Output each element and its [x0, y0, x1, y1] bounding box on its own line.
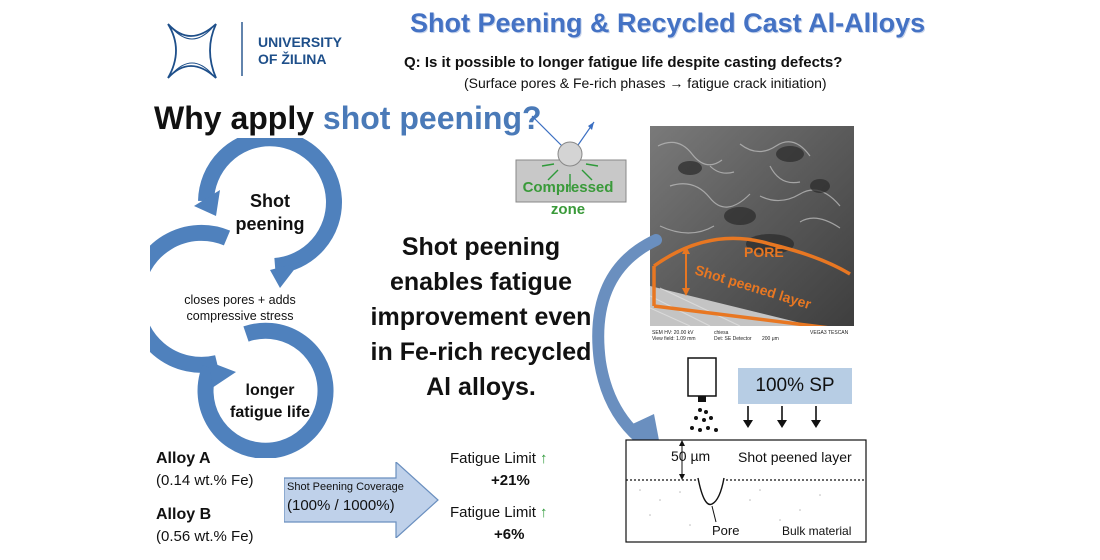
subtitle: (Surface pores & Fe-rich phases → fatigu… — [464, 75, 827, 91]
main-statement: Shot peening enables fatigue improvement… — [370, 233, 592, 401]
why-highlight: shot peening? — [322, 100, 542, 136]
coverage-arrow-label: Shot Peening Coverage — [287, 481, 404, 493]
sp-coverage-box: 100% SP — [738, 368, 852, 404]
pore-label: Pore — [712, 523, 740, 538]
cycle-arrow-head — [270, 262, 300, 288]
pore-icon — [697, 477, 725, 506]
university-logo — [167, 22, 243, 79]
layer-depth-label: 50 µm — [671, 448, 711, 464]
shot-peened-layer-label: Shot peened layer — [738, 449, 852, 465]
up-arrow-icon: ↑ — [540, 450, 548, 467]
fatigue-limit-b: Fatigue Limit ↑ — [450, 504, 548, 521]
compressed-zone-diagram — [515, 115, 627, 203]
bulk-material-label: Bulk material — [782, 524, 852, 538]
fatigue-change-b: +6% — [494, 526, 525, 543]
fatigue-limit-a: Fatigue Limit ↑ — [450, 450, 548, 467]
sem-caption: View field: 1.09 mm — [652, 336, 696, 342]
coverage-arrow-values: (100% / 1000%) — [287, 497, 395, 514]
alloy-a-name: Alloy A — [156, 450, 211, 467]
sem-micrograph: PORE Shot peened layer SEM HV: 20.00 kV … — [650, 126, 854, 344]
page-title: Shot Peening & Recycled Cast Al-Alloys — [410, 8, 926, 38]
why-heading: Why apply shot peening? — [154, 100, 542, 137]
shot-peening-schematic — [625, 357, 867, 543]
coverage-arrow — [284, 462, 439, 538]
university-name: UNIVERSITY OF ŽILINA — [258, 34, 343, 67]
research-question: Q: Is it possible to longer fatigue life… — [404, 54, 843, 71]
alloy-b-fe: (0.56 wt.% Fe) — [156, 528, 254, 545]
alloy-b-name: Alloy B — [156, 506, 212, 523]
cycle-diagram — [150, 138, 342, 458]
fatigue-change-a: +21% — [491, 472, 530, 489]
nozzle-icon — [687, 357, 717, 397]
why-prefix: Why apply — [154, 100, 323, 136]
sem-scale-bar: 200 μm — [762, 336, 779, 342]
sem-caption: SEM HV: 20.00 kV — [652, 330, 694, 336]
sem-caption: Det: SE Detector — [714, 336, 752, 342]
sem-pore-label: PORE — [744, 244, 784, 260]
up-arrow-icon: ↑ — [540, 504, 548, 521]
sem-caption: chiesa — [714, 330, 729, 336]
sem-caption: VEGA3 TESCAN — [810, 330, 849, 336]
fatigue-limit-label: Fatigue Limit — [450, 504, 536, 521]
fatigue-limit-label: Fatigue Limit — [450, 450, 536, 467]
alloy-a-fe: (0.14 wt.% Fe) — [156, 472, 254, 489]
